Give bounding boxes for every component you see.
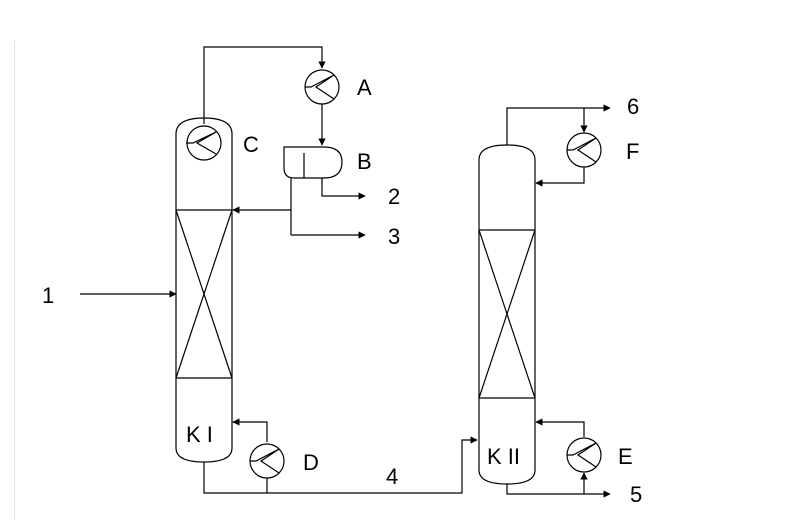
line-d-return-to-k1 (232, 418, 268, 442)
column-k1-packing (175, 209, 233, 379)
stream-5-label: 5 (630, 482, 642, 507)
stream-5-line (506, 484, 611, 498)
column-k1-label: K I (186, 422, 213, 447)
stream-4-label: 4 (386, 464, 398, 489)
stream-6-label: 6 (627, 94, 639, 119)
heat-exchanger-d: D (249, 443, 319, 479)
column-k2: K II (478, 144, 536, 485)
stream-6-line (506, 104, 611, 145)
label-b: B (357, 149, 372, 174)
column-k1-shell (175, 117, 233, 463)
heat-exchanger-c: C (186, 125, 259, 161)
page-margin-guide (14, 40, 15, 520)
stream-1-label: 1 (42, 283, 54, 308)
stream-2-label: 2 (388, 184, 400, 209)
column-k1: K I (175, 117, 233, 463)
label-f: F (626, 139, 639, 164)
line-k1-overhead-to-a (203, 46, 326, 124)
label-c: C (243, 132, 259, 157)
column-k2-packing (478, 229, 536, 399)
label-a: A (357, 75, 372, 100)
line-e-return-to-k2 (535, 418, 585, 437)
stream-4-line (203, 436, 478, 494)
heat-exchanger-e: E (566, 437, 633, 473)
heat-exchanger-f: F (566, 132, 639, 168)
heat-exchanger-a: A (304, 69, 372, 105)
column-k2-label: K II (487, 444, 520, 469)
label-d: D (303, 450, 319, 475)
stream-2-line (321, 178, 366, 200)
label-e: E (618, 444, 633, 469)
line-f-to-k2 (535, 167, 585, 187)
stream-3-label: 3 (388, 224, 400, 249)
reflux-drum-b: B (283, 146, 372, 179)
